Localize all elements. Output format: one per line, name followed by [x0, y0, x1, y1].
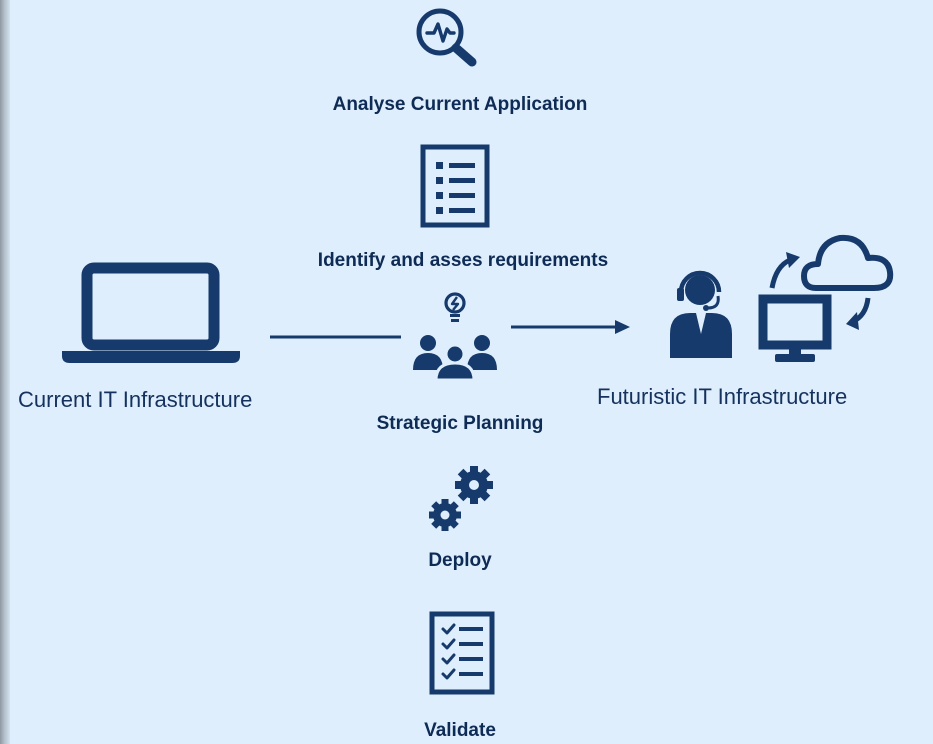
magnifier-pulse-icon — [414, 7, 478, 67]
current-infrastructure-label: Current IT Infrastructure — [18, 387, 253, 412]
left-edge-shadow — [0, 0, 10, 744]
step-label-validate: Validate — [424, 720, 496, 741]
checklist-document-icon — [420, 144, 490, 228]
step-label-analyse: Analyse Current Application — [332, 94, 588, 115]
future-infrastructure-label: Futuristic IT Infrastructure — [597, 384, 848, 409]
step-label-deploy: Deploy — [428, 550, 492, 571]
step-label-identify: Identify and asses requirements — [317, 250, 609, 271]
support-cloud-monitor-icon — [668, 230, 900, 366]
gears-icon — [428, 466, 498, 532]
team-idea-icon — [413, 290, 497, 382]
laptop-icon — [60, 262, 242, 367]
connector-arrow-right — [511, 318, 631, 341]
validation-checklist-icon — [429, 611, 495, 695]
connector-line-left — [270, 326, 402, 344]
step-label-strategic: Strategic Planning — [376, 413, 544, 434]
